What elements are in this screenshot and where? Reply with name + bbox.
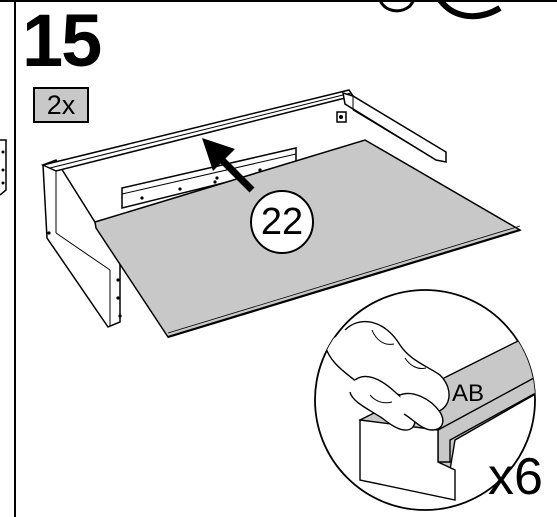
- repeat-count: x6: [488, 448, 543, 506]
- quantity-badge: 2x: [33, 87, 89, 123]
- part-number-label: 22: [260, 201, 304, 243]
- step-number: 15: [22, 0, 102, 82]
- detail-label: AB: [452, 380, 485, 407]
- previous-step-fragment: [0, 139, 7, 196]
- part-callout-circle: [250, 190, 314, 254]
- detail-magnifier: [314, 289, 536, 511]
